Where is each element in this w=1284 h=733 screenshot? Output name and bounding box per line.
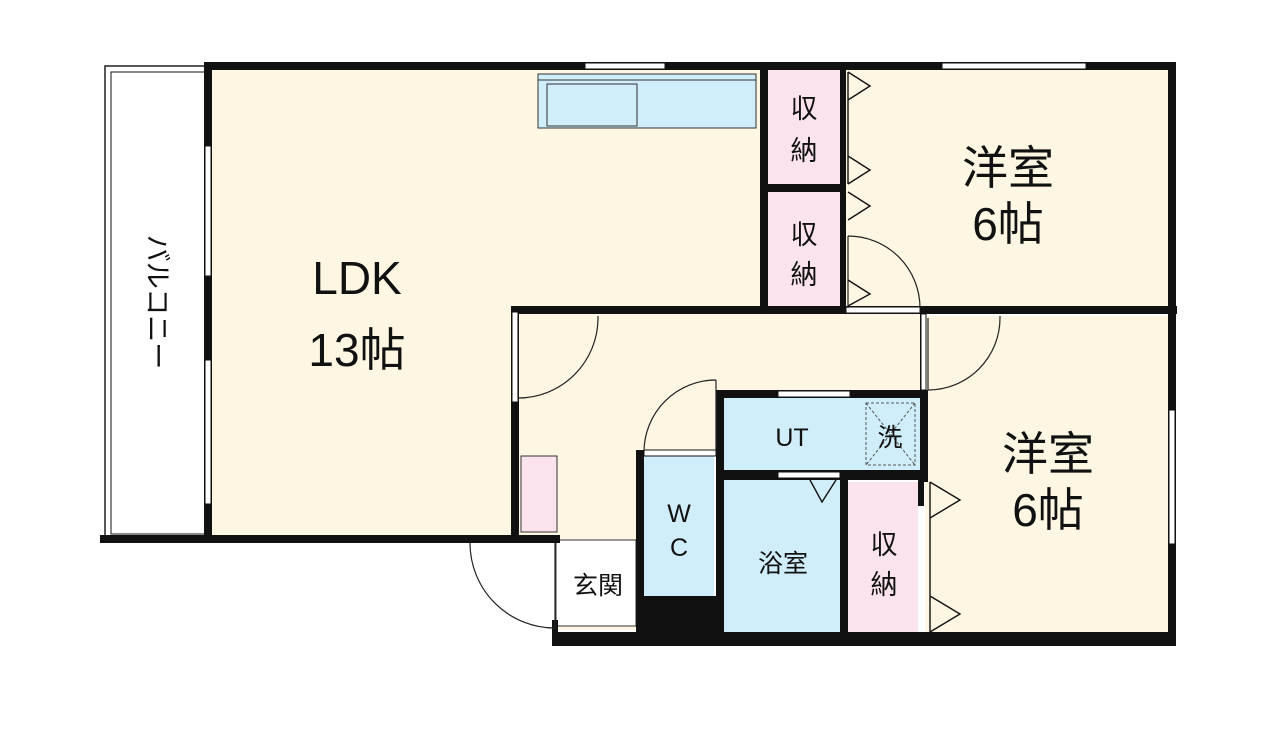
bath-door (809, 479, 837, 504)
shoe-closet (520, 455, 558, 533)
bathroom-label: 浴室 (758, 550, 808, 578)
door-gap-bath (777, 471, 841, 479)
western-room-2-floor (925, 316, 1170, 638)
washer-cross-b (865, 402, 916, 466)
window-kitchen (584, 62, 666, 70)
window-room2-right (1168, 409, 1176, 545)
door-swing-room2 (927, 316, 1001, 391)
wall-left (204, 62, 212, 542)
wall-ldk-hall-lower (511, 398, 519, 540)
wall-wc-block (636, 596, 724, 646)
storage-1-area (768, 70, 840, 186)
wall-closet-mid (764, 184, 846, 192)
storage-3-area (848, 482, 918, 632)
window-ldk-upper (204, 145, 212, 277)
door-gap-wc (643, 449, 717, 457)
closet-door-2 (847, 191, 872, 307)
ldk-name: LDK (312, 252, 402, 304)
storage-2-area (768, 192, 840, 308)
door-swing-ldk (517, 316, 599, 399)
window-ut (777, 390, 851, 398)
washer-cross-a (865, 402, 916, 466)
closet-door-1 (847, 71, 872, 185)
western-room-1-floor (846, 68, 1170, 312)
washer-pan (865, 402, 916, 466)
ldk-floor (210, 68, 763, 536)
bathroom-area (724, 480, 840, 632)
wall-wc-left (636, 452, 644, 642)
balcony-area (104, 65, 207, 540)
balcony-label: バルコニー (142, 235, 172, 369)
storage-1-line1: 収 (791, 94, 818, 124)
wall-bath-right (840, 476, 848, 642)
wall-top (204, 62, 1176, 70)
storage-3-line2: 納 (871, 570, 898, 600)
door-gap-room1 (845, 306, 921, 314)
wall-entrance-left (552, 620, 558, 646)
door-swing-wc (643, 379, 717, 453)
kitchen-sink (546, 83, 638, 127)
room2-size: 6帖 (1012, 484, 1084, 536)
toilet-line1: W (667, 500, 691, 528)
wall-ut-right (920, 390, 928, 482)
room2-name: 洋室 (1002, 428, 1094, 480)
closet-door-3 (929, 481, 962, 633)
toilet-area (644, 456, 714, 596)
entrance-label: 玄関 (573, 572, 623, 600)
window-ldk-lower (204, 359, 212, 505)
utility-label: UT (775, 424, 808, 452)
washer-label: 洗 (877, 424, 902, 452)
storage-3-line1: 収 (871, 530, 898, 560)
ldk-size: 13帖 (308, 324, 405, 376)
wall-ut-left (716, 390, 724, 642)
room1-name: 洋室 (962, 142, 1054, 194)
wall-closet-right (840, 62, 846, 314)
door-gap-room2 (920, 313, 927, 391)
utility-area (724, 398, 921, 470)
storage-2-line1: 収 (791, 220, 818, 250)
door-swing-room1 (847, 235, 921, 309)
storage-2-line2: 納 (791, 260, 818, 290)
toilet-line2: C (670, 534, 688, 562)
wall-bottom-ldk (100, 535, 560, 543)
wall-storage3-right (918, 476, 924, 506)
storage-1-line2: 納 (791, 136, 818, 166)
entrance-floor (555, 539, 637, 627)
wall-right (1168, 62, 1176, 646)
window-room1-top (941, 62, 1087, 70)
door-gap-ldk (511, 311, 519, 403)
room1-size: 6帖 (972, 198, 1044, 250)
door-swing-entrance (469, 542, 556, 629)
